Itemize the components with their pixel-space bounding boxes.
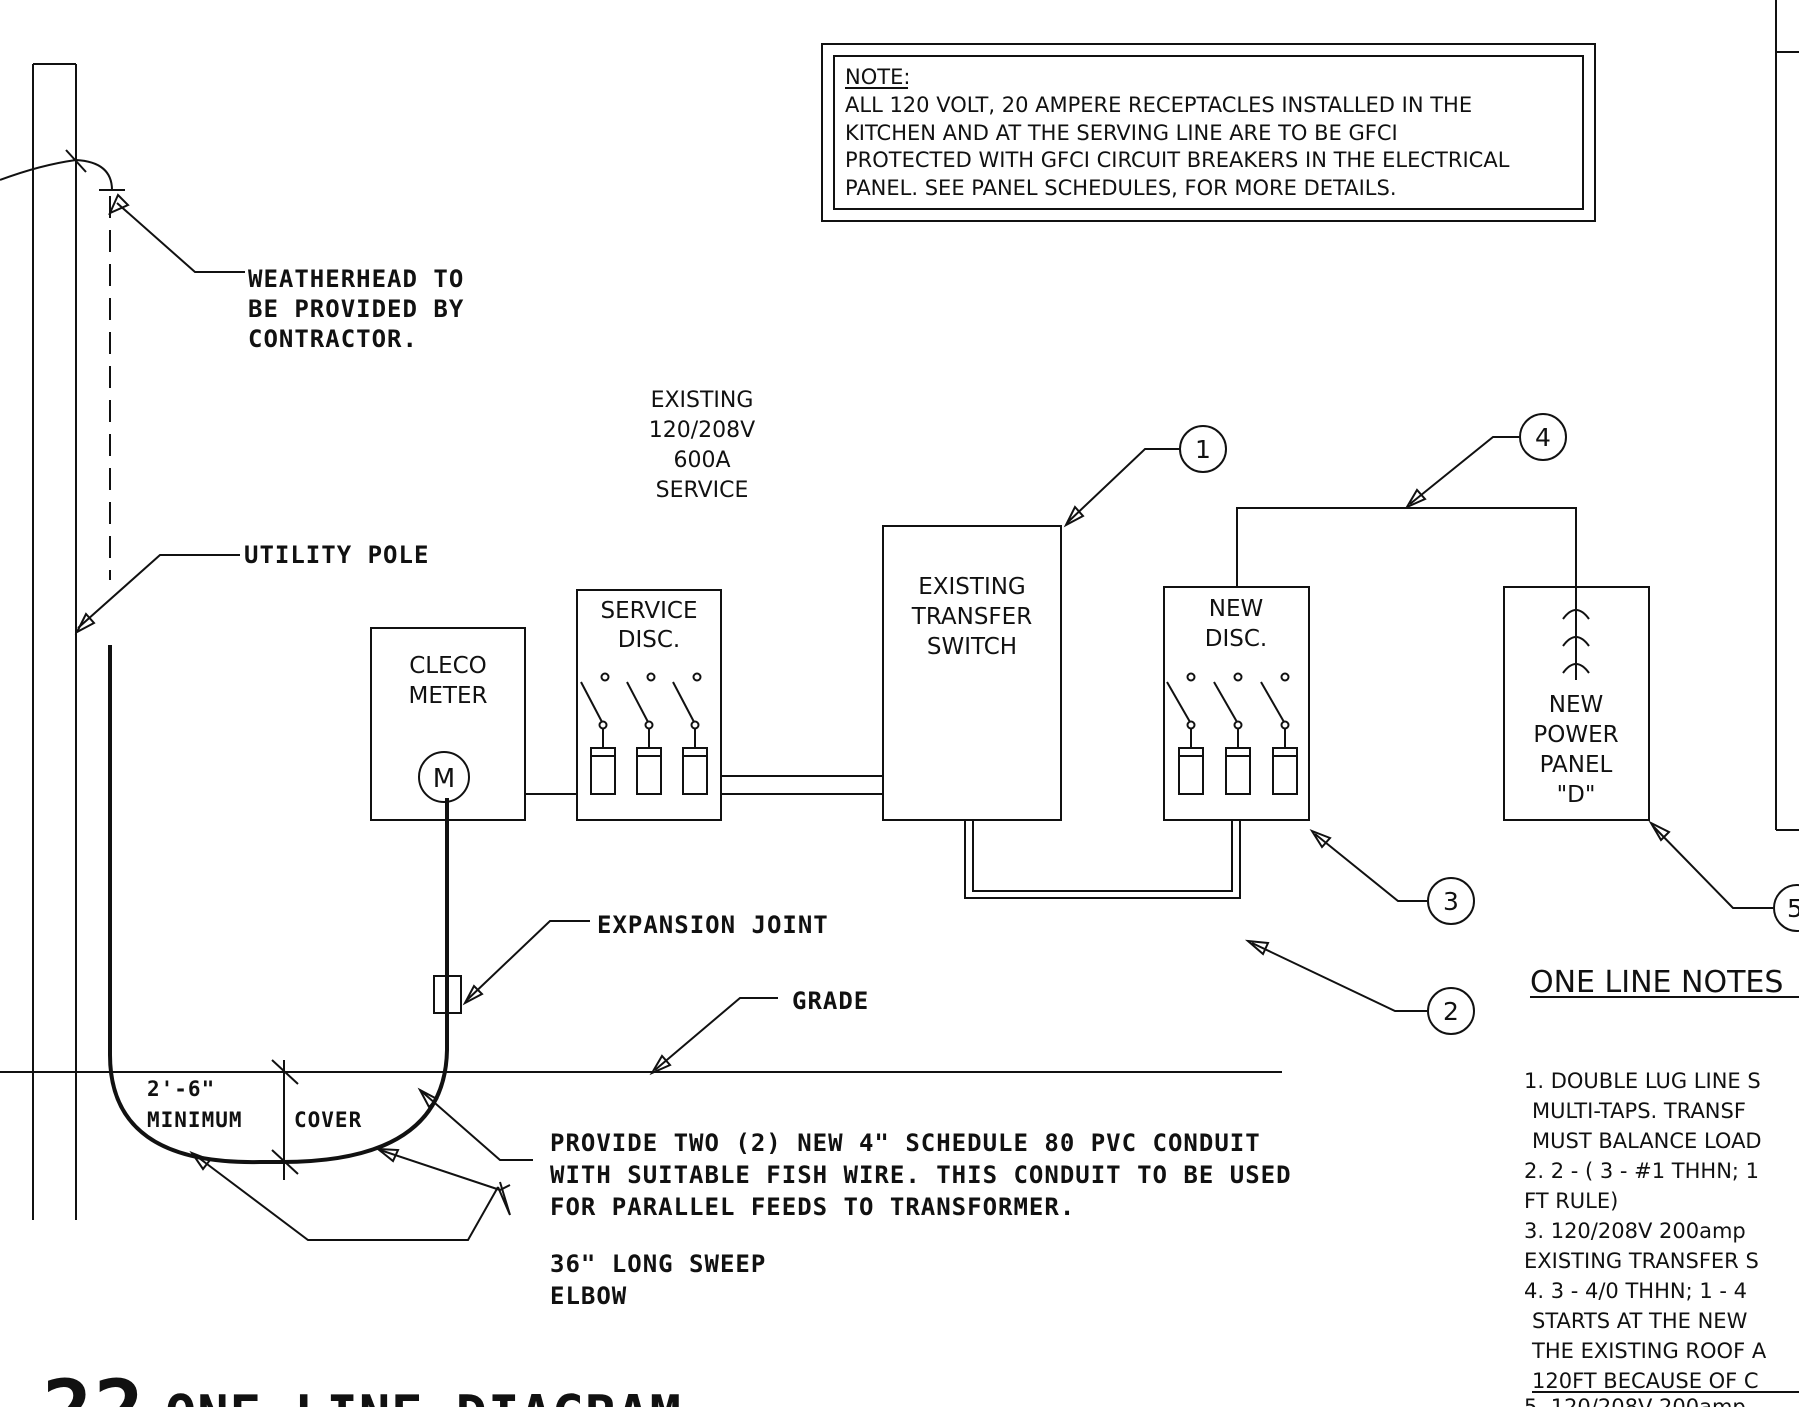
service-label: EXISTING xyxy=(651,388,754,413)
one-line-note: EXISTING TRANSFER S xyxy=(1524,1249,1759,1273)
one-line-note: 120FT BECAUSE OF C xyxy=(1532,1369,1759,1393)
power-panel-label: "D" xyxy=(1557,782,1596,808)
svg-text:3: 3 xyxy=(1443,887,1459,916)
meter-label: METER xyxy=(409,683,488,709)
transfer-switch-label: SWITCH xyxy=(927,634,1017,660)
utility-pole-label: UTILITY POLE xyxy=(244,541,429,569)
weatherhead xyxy=(0,149,125,580)
grade-label: GRADE xyxy=(792,987,869,1015)
transfer-switch-box xyxy=(882,525,1062,821)
power-panel-label: PANEL xyxy=(1540,752,1613,778)
svg-text:4: 4 xyxy=(1535,423,1551,452)
note-line: ALL 120 VOLT, 20 AMPERE RECEPTACLES INST… xyxy=(845,93,1472,117)
svg-text:1: 1 xyxy=(1195,435,1211,464)
expansion-joint xyxy=(433,975,462,1014)
service-label: SERVICE xyxy=(656,478,749,503)
callout-1: 1 xyxy=(1179,425,1227,473)
new-disc-label: NEW xyxy=(1209,596,1263,622)
service-disc-label: DISC. xyxy=(618,627,680,653)
expansion-joint-label: EXPANSION JOINT xyxy=(597,911,829,939)
title-number: 22 xyxy=(42,1362,145,1407)
power-panel-label: POWER xyxy=(1533,722,1618,748)
weatherhead-label: CONTRACTOR. xyxy=(248,325,418,353)
meter-box xyxy=(370,627,526,821)
conduit-note: WITH SUITABLE FISH WIRE. THIS CONDUIT TO… xyxy=(550,1161,1292,1189)
title-text: ONE LINE DIAGRAM xyxy=(165,1385,682,1407)
one-line-note: 1. DOUBLE LUG LINE S xyxy=(1524,1069,1761,1093)
transfer-to-new-disc-feed xyxy=(964,820,1241,899)
sweep-label: ELBOW xyxy=(550,1282,627,1310)
callout-4: 4 xyxy=(1519,413,1567,461)
new-disc-to-panel-feed xyxy=(1236,507,1577,587)
new-disc-label: DISC. xyxy=(1205,626,1267,652)
note-heading: NOTE: xyxy=(845,65,910,89)
one-line-note: FT RULE) xyxy=(1524,1189,1618,1213)
leader-lines xyxy=(74,193,1773,1241)
note-line: PROTECTED WITH GFCI CIRCUIT BREAKERS IN … xyxy=(845,148,1510,172)
callout-5: 5 xyxy=(1773,884,1799,932)
disconnect-to-transfer-feed xyxy=(721,775,883,795)
one-line-note: MULTI-TAPS. TRANSF xyxy=(1532,1099,1746,1123)
meter-symbol: M xyxy=(433,764,455,794)
switch-symbol xyxy=(1166,672,1298,795)
one-line-note: MUST BALANCE LOAD xyxy=(1532,1129,1762,1153)
callout-3: 3 xyxy=(1427,877,1475,925)
utility-pole xyxy=(32,63,77,1220)
note-line: KITCHEN AND AT THE SERVING LINE ARE TO B… xyxy=(845,121,1398,145)
cover-dimension xyxy=(271,1059,299,1180)
meter-label: CLECO xyxy=(409,653,487,679)
svg-text:5: 5 xyxy=(1787,894,1799,923)
service-disc-label: SERVICE xyxy=(601,598,698,624)
one-line-note: 4. 3 - 4/0 THHN; 1 - 4 xyxy=(1524,1279,1747,1303)
note-box: NOTE: ALL 120 VOLT, 20 AMPERE RECEPTACLE… xyxy=(821,43,1596,222)
service-label: 120/208V xyxy=(649,418,755,443)
one-line-note: 5. 120/208V 200amp xyxy=(1524,1395,1746,1407)
cover-label: COVER xyxy=(294,1108,362,1132)
sweep-label: 36" LONG SWEEP xyxy=(550,1250,766,1278)
note-line: PANEL. SEE PANEL SCHEDULES, FOR MORE DET… xyxy=(845,176,1397,200)
weatherhead-label: BE PROVIDED BY xyxy=(248,295,464,323)
cover-label: 2'-6" xyxy=(147,1077,215,1101)
weatherhead-label: WEATHERHEAD TO xyxy=(248,265,464,293)
conduit-note: FOR PARALLEL FEEDS TO TRANSFORMER. xyxy=(550,1193,1075,1221)
transfer-switch-label: TRANSFER xyxy=(911,604,1032,630)
one-line-notes-title: ONE LINE NOTES xyxy=(1530,965,1783,1000)
power-panel-label: NEW xyxy=(1549,692,1603,718)
callout-2: 2 xyxy=(1427,987,1475,1035)
cover-label: MINIMUM xyxy=(147,1108,243,1132)
one-line-note: STARTS AT THE NEW xyxy=(1532,1309,1748,1333)
one-line-note: 3. 120/208V 200amp xyxy=(1524,1219,1746,1243)
switch-symbol xyxy=(580,672,708,795)
one-line-note: 2. 2 - ( 3 - #1 THHN; 1 xyxy=(1524,1159,1759,1183)
one-line-note: THE EXISTING ROOF A xyxy=(1531,1339,1767,1363)
conduit-note: PROVIDE TWO (2) NEW 4" SCHEDULE 80 PVC C… xyxy=(550,1129,1261,1157)
svg-text:2: 2 xyxy=(1443,997,1459,1026)
service-label: 600A xyxy=(673,448,730,473)
transfer-switch-label: EXISTING xyxy=(918,574,1026,600)
service-disconnect-box xyxy=(576,589,722,821)
